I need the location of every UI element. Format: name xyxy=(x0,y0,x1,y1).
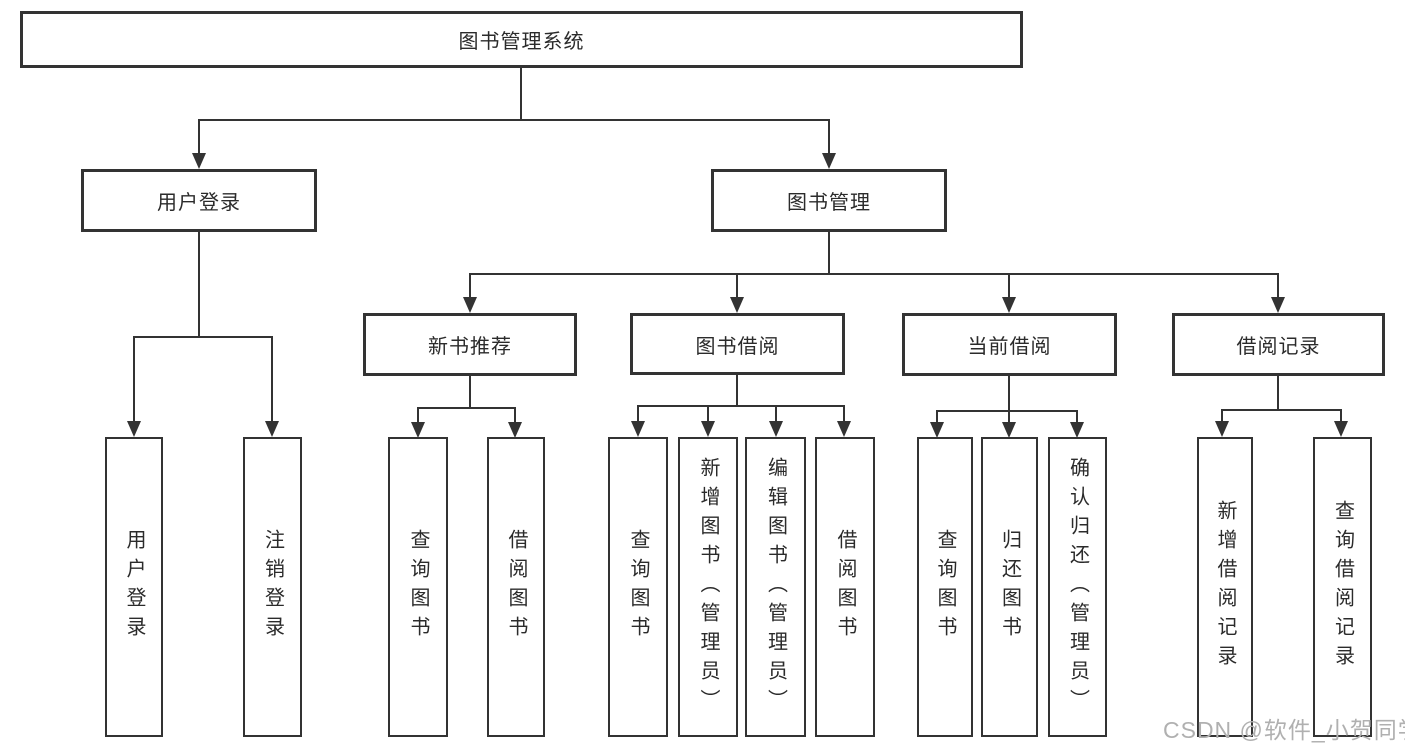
connector-line xyxy=(469,376,471,407)
leaf-cb-return-books: 归还图书 xyxy=(981,437,1038,737)
arrowhead-down-icon xyxy=(631,421,645,437)
arrowhead-down-icon xyxy=(769,421,783,437)
csdn-watermark: CSDN @软件_小贺同学 xyxy=(1163,717,1405,743)
connector-line xyxy=(198,119,830,121)
connector-line xyxy=(843,405,845,422)
leaf-label: 注销登录 xyxy=(261,529,284,645)
leaf-label: 编辑图书（管理员） xyxy=(764,456,787,718)
arrowhead-down-icon xyxy=(1070,422,1084,438)
arrowhead-down-icon xyxy=(411,422,425,438)
arrowhead-down-icon xyxy=(1215,421,1229,437)
connector-line xyxy=(1221,409,1342,411)
leaf-label: 查询图书 xyxy=(407,529,429,645)
leaf-label: 新增图书（管理员） xyxy=(697,456,719,718)
connector-line xyxy=(736,375,738,405)
node-user-login: 用户登录 xyxy=(81,169,317,232)
connector-line xyxy=(417,407,516,409)
connector-line xyxy=(828,232,830,273)
node-label: 图书管理 xyxy=(787,192,871,214)
leaf-label: 用户登录 xyxy=(123,529,145,645)
leaf-rec-query-books: 查询图书 xyxy=(388,437,448,737)
leaf-label: 查询借阅记录 xyxy=(1331,500,1354,674)
node-book-management: 图书管理 xyxy=(711,169,947,232)
connector-line xyxy=(1008,410,1010,423)
connector-line xyxy=(828,119,830,154)
node-label: 图书借阅 xyxy=(695,335,780,358)
node-label: 借阅记录 xyxy=(1236,336,1321,358)
leaf-label: 新增借阅记录 xyxy=(1214,500,1236,674)
connector-line xyxy=(514,407,516,423)
connector-line xyxy=(637,405,845,407)
arrowhead-down-icon xyxy=(1334,421,1348,437)
connector-line xyxy=(469,273,471,298)
connector-line xyxy=(520,67,522,119)
arrowhead-down-icon xyxy=(127,421,141,437)
leaf-rec-borrow-books: 借阅图书 xyxy=(487,437,545,737)
leaf-logout-login: 注销登录 xyxy=(243,437,302,737)
connector-line xyxy=(637,405,639,422)
arrowhead-down-icon xyxy=(1271,297,1285,313)
node-current-borrow: 当前借阅 xyxy=(902,313,1117,376)
connector-line xyxy=(198,119,200,154)
node-label: 当前借阅 xyxy=(967,336,1052,358)
arrowhead-down-icon xyxy=(463,297,477,313)
leaf-br-query-record: 查询借阅记录 xyxy=(1313,437,1372,737)
connector-line xyxy=(1076,410,1078,423)
connector-line xyxy=(707,405,709,422)
connector-line xyxy=(1277,273,1279,298)
leaf-label: 查询图书 xyxy=(934,529,956,645)
connector-line xyxy=(936,410,1078,412)
leaf-cb-query-books: 查询图书 xyxy=(917,437,973,737)
leaf-label: 查询图书 xyxy=(627,529,649,645)
node-label: 用户登录 xyxy=(157,192,241,214)
connector-line xyxy=(1221,409,1223,422)
node-label: 新书推荐 xyxy=(428,336,512,358)
leaf-bb-borrow-books: 借阅图书 xyxy=(815,437,875,737)
leaf-br-add-record: 新增借阅记录 xyxy=(1197,437,1253,737)
connector-line xyxy=(736,273,738,298)
connector-line xyxy=(1277,376,1279,409)
connector-line xyxy=(775,405,777,422)
connector-line xyxy=(133,336,135,422)
arrowhead-down-icon xyxy=(1002,422,1016,438)
leaf-label: 借阅图书 xyxy=(834,529,856,645)
connector-line xyxy=(1008,376,1010,410)
leaf-bb-query-books: 查询图书 xyxy=(608,437,668,737)
leaf-label: 借阅图书 xyxy=(505,529,527,645)
leaf-bb-add-books-admin: 新增图书（管理员） xyxy=(678,437,738,737)
arrowhead-down-icon xyxy=(837,421,851,437)
node-book-borrow: 图书借阅 xyxy=(630,313,845,375)
connector-line xyxy=(417,407,419,423)
node-root-system: 图书管理系统 xyxy=(20,11,1023,68)
arrowhead-down-icon xyxy=(822,153,836,169)
connector-line xyxy=(1340,409,1342,422)
arrowhead-down-icon xyxy=(730,297,744,313)
connector-line xyxy=(198,232,200,336)
node-borrow-records: 借阅记录 xyxy=(1172,313,1385,376)
arrowhead-down-icon xyxy=(701,421,715,437)
node-label: 图书管理系统 xyxy=(458,31,585,53)
leaf-label: 确认归还（管理员） xyxy=(1066,456,1089,718)
leaf-bb-edit-books-admin: 编辑图书（管理员） xyxy=(745,437,806,737)
arrowhead-down-icon xyxy=(265,421,279,437)
connector-line xyxy=(271,336,273,422)
arrowhead-down-icon xyxy=(508,422,522,438)
arrowhead-down-icon xyxy=(1002,297,1016,313)
leaf-label: 归还图书 xyxy=(998,529,1021,645)
connector-line xyxy=(469,273,1279,275)
node-new-book-recommend: 新书推荐 xyxy=(363,313,577,376)
arrowhead-down-icon xyxy=(192,153,206,169)
connector-line xyxy=(936,410,938,423)
leaf-user-login: 用户登录 xyxy=(105,437,163,737)
arrowhead-down-icon xyxy=(930,422,944,438)
connector-line xyxy=(134,336,273,338)
connector-line xyxy=(1008,273,1010,298)
leaf-cb-confirm-return-admin: 确认归还（管理员） xyxy=(1048,437,1107,737)
